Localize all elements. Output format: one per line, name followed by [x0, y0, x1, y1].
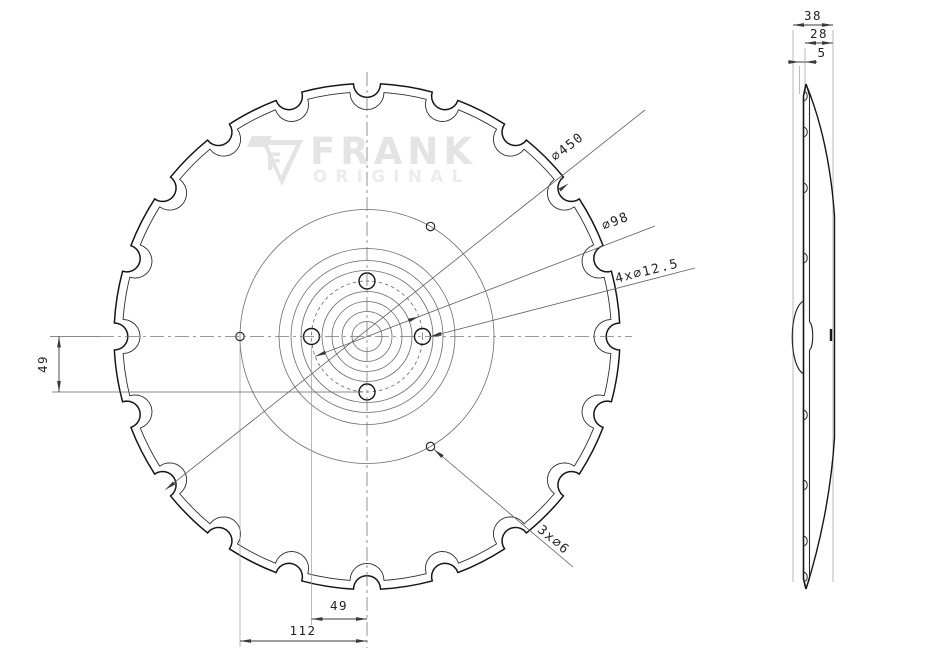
label-dia-98: ∅98 — [600, 210, 632, 234]
arrowhead-8 — [311, 617, 323, 621]
label-dim-112: 112 — [289, 623, 316, 638]
disc-outer-rim — [113, 83, 621, 590]
leader-3x6 — [433, 449, 574, 568]
side-back-face — [805, 83, 811, 590]
leader-dia-98 — [315, 225, 656, 357]
side-notch-bump-1 — [803, 126, 808, 138]
arrowhead-1 — [165, 481, 176, 490]
frank-logo-triangle-inner — [268, 145, 296, 176]
side-notch-bump-7 — [803, 571, 808, 583]
concentric-ring-1 — [341, 311, 393, 362]
arrowhead-17 — [805, 60, 816, 64]
side-left-face — [802, 83, 807, 590]
arrowhead-9 — [356, 617, 367, 621]
arrowhead-11 — [356, 639, 367, 643]
small-hole-1 — [425, 221, 436, 232]
label-dim-5: 5 — [817, 45, 826, 60]
label-dim-28: 28 — [810, 26, 828, 41]
leader-4x12-5 — [430, 267, 696, 337]
arrowhead-4 — [430, 331, 442, 337]
side-notch-bump-4 — [803, 409, 808, 421]
side-hub-bump — [809, 321, 814, 351]
small-hole-2 — [425, 441, 436, 452]
watermark-brand: FRANK — [310, 130, 477, 173]
label-dim-38: 38 — [804, 8, 822, 23]
label-dim-49-left: 49 — [35, 355, 50, 373]
arrowhead-15 — [822, 41, 833, 45]
arrowhead-0 — [558, 183, 569, 192]
label-dia-450: ∅450 — [549, 130, 588, 165]
side-notch-bump-2 — [803, 182, 808, 194]
side-crown-arc — [791, 300, 804, 375]
arrowhead-3 — [315, 350, 327, 357]
arrowhead-12 — [793, 23, 804, 27]
frank-logo-letter: F — [266, 148, 282, 176]
leader-dia-450 — [165, 109, 646, 490]
side-notch-bump-5 — [803, 479, 808, 491]
disc-bevel-line — [122, 92, 612, 581]
arrowhead-10 — [240, 639, 251, 643]
watermark-subtitle: ORIGINAL — [313, 167, 471, 186]
side-right-contour — [805, 83, 836, 590]
arrowhead-14 — [805, 41, 816, 45]
arrowhead-13 — [822, 23, 833, 27]
side-notch-bump-3 — [803, 252, 808, 264]
side-notch-bump-6 — [803, 535, 808, 547]
arrowhead-6 — [57, 336, 61, 348]
arrowhead-7 — [57, 381, 61, 392]
label-holes-4x12-5: 4x∅12.5 — [614, 256, 681, 286]
side-notch-bump-0 — [803, 90, 808, 102]
label-holes-3x6: 3x∅6 — [534, 523, 572, 558]
arrowhead-2 — [407, 316, 419, 323]
arrowhead-5 — [434, 449, 444, 459]
label-dim-49-bottom: 49 — [330, 598, 348, 613]
arrowhead-16 — [788, 60, 800, 64]
